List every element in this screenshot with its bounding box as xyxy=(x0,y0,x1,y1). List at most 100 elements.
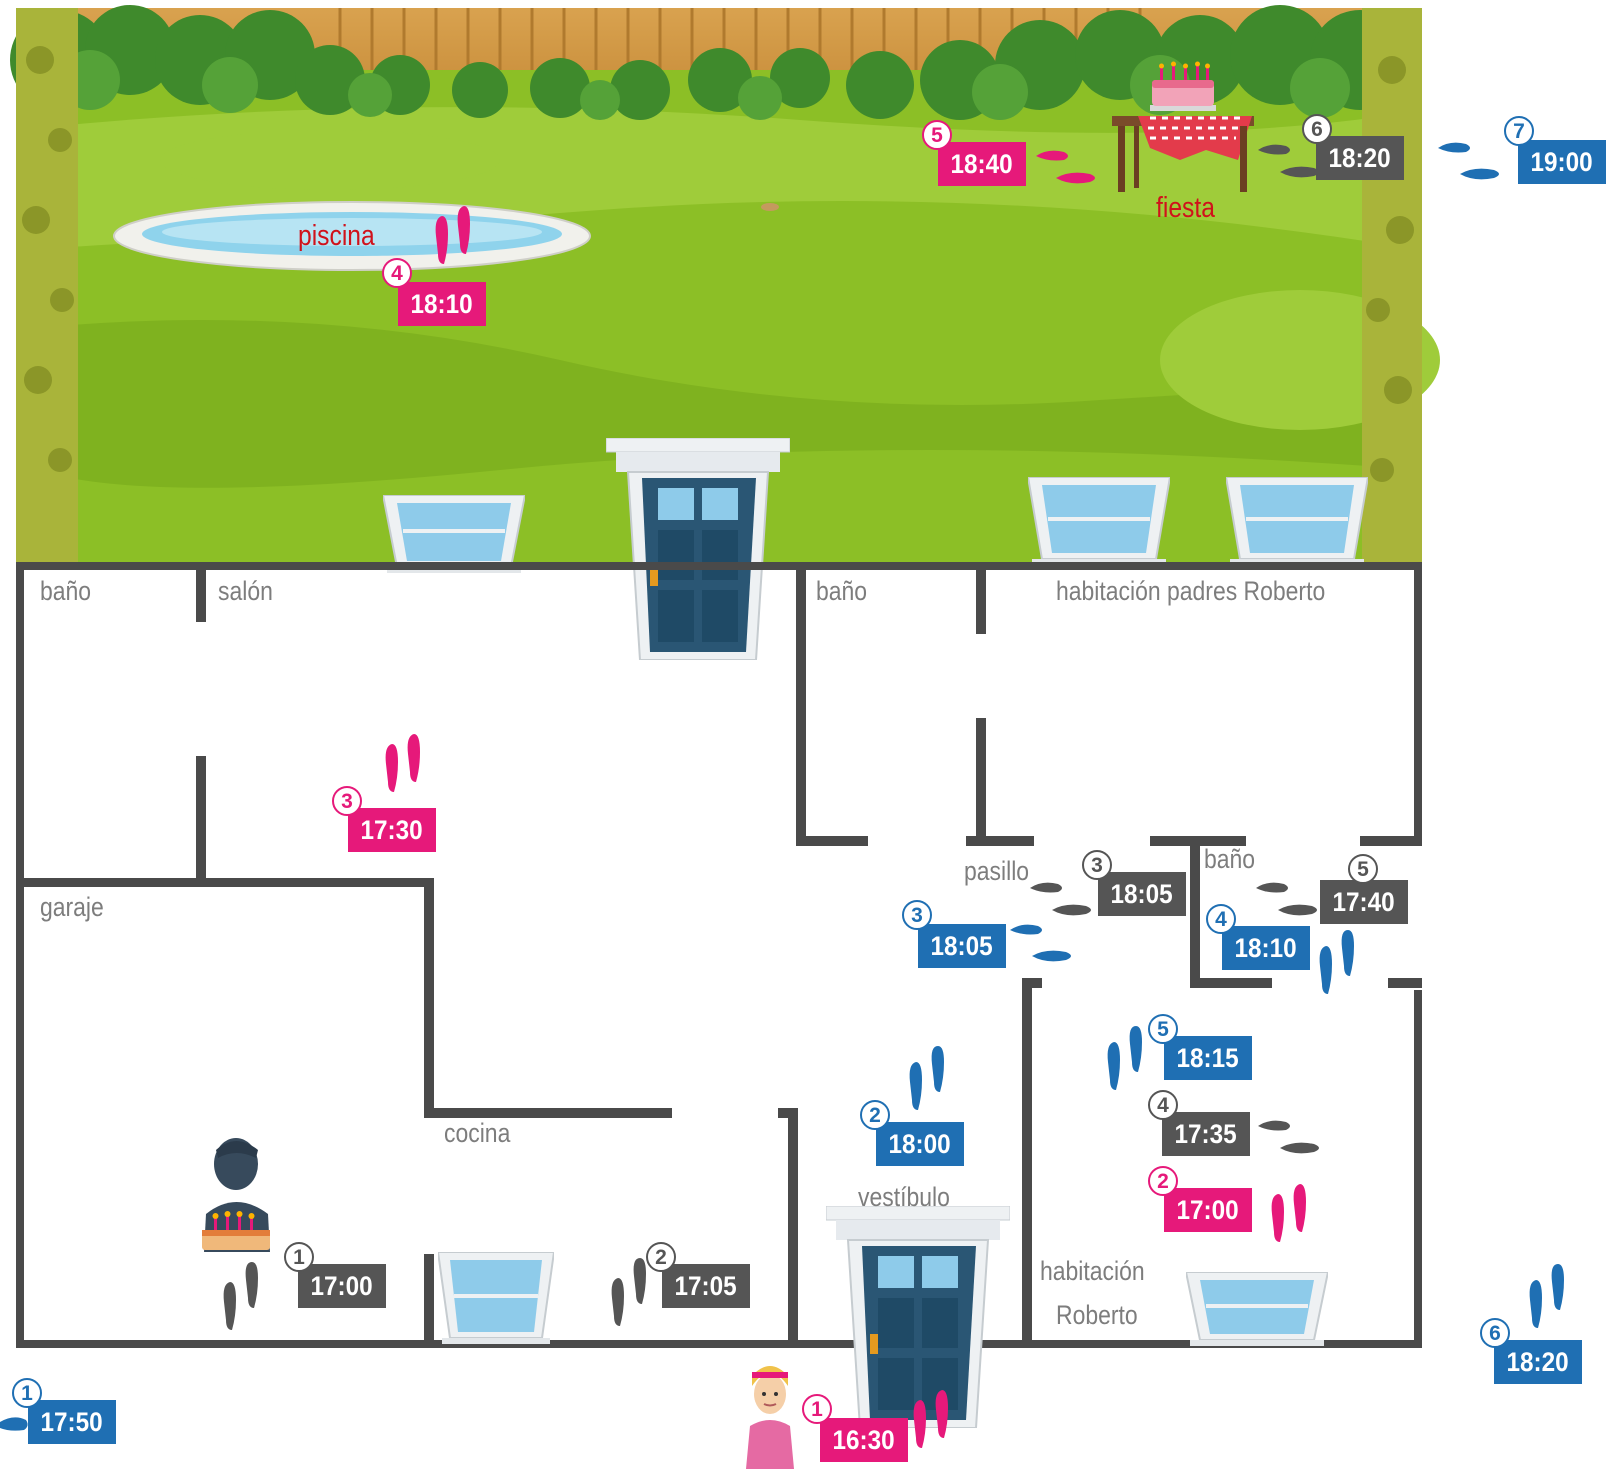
wall xyxy=(966,836,1034,846)
wall xyxy=(196,756,206,880)
party-label: fiesta xyxy=(1156,192,1215,224)
window-icon xyxy=(1028,477,1170,565)
room-label-hallway: pasillo xyxy=(964,856,1030,886)
wall xyxy=(16,562,1422,570)
step-number: 3 xyxy=(332,786,362,816)
footprints-icon xyxy=(1010,924,1071,962)
time-tag: 18:05 xyxy=(918,924,1006,968)
step-number: 6 xyxy=(1480,1318,1510,1348)
footprints-icon xyxy=(1258,144,1319,178)
footprints-icon xyxy=(1036,150,1095,184)
room-label-roberto-bedroom: Roberto xyxy=(1056,1300,1138,1330)
step-number: 6 xyxy=(1302,114,1332,144)
step-number: 3 xyxy=(1082,850,1112,880)
pool-label: piscina xyxy=(298,220,375,252)
wall xyxy=(1022,978,1042,988)
step-number: 4 xyxy=(1206,904,1236,934)
step-number: 3 xyxy=(902,900,932,930)
time-tag: 18:20 xyxy=(1494,1340,1582,1384)
time-tag: 16:30 xyxy=(820,1418,908,1462)
room-label-lobby: vestíbulo xyxy=(858,1182,950,1212)
step-number: 1 xyxy=(802,1394,832,1424)
window-icon xyxy=(1226,477,1368,565)
wall xyxy=(16,1340,1422,1348)
footprints-icon xyxy=(1107,1026,1142,1090)
time-tag: 17:35 xyxy=(1162,1112,1250,1156)
step-number: 2 xyxy=(1148,1166,1178,1196)
wall xyxy=(796,836,868,846)
footprints-icon xyxy=(1271,1184,1306,1242)
wall xyxy=(16,878,434,887)
step-number: 2 xyxy=(646,1242,676,1272)
step-number: 1 xyxy=(284,1242,314,1272)
window-icon xyxy=(438,1252,554,1344)
footprints-icon xyxy=(385,734,420,792)
door-icon xyxy=(826,1206,1010,1428)
step-number: 4 xyxy=(1148,1090,1178,1120)
door-icon xyxy=(606,438,790,660)
time-tag: 17:00 xyxy=(298,1264,386,1308)
room-label-kitchen: cocina xyxy=(444,1118,511,1148)
time-tag: 17:40 xyxy=(1320,880,1408,924)
step-number: 2 xyxy=(860,1100,890,1130)
step-number: 1 xyxy=(12,1378,42,1408)
step-number: 5 xyxy=(1348,854,1378,884)
garden-scene xyxy=(10,5,1440,562)
room-label-bath: baño xyxy=(816,576,868,606)
wall xyxy=(196,562,206,622)
time-tag: 17:00 xyxy=(1164,1188,1252,1232)
footprints-icon xyxy=(1438,142,1499,180)
footprints-icon xyxy=(0,1417,28,1431)
time-tag: 17:05 xyxy=(662,1264,750,1308)
wall xyxy=(1022,978,1032,1348)
footprints-icon xyxy=(1258,1120,1319,1154)
wall xyxy=(1360,836,1422,846)
wall xyxy=(1190,836,1200,986)
footprints-icon xyxy=(1030,882,1091,916)
birthday-cake-icon xyxy=(1150,61,1216,111)
footprints-icon xyxy=(1529,1264,1564,1328)
wall xyxy=(1414,990,1422,1348)
room-label-bath: baño xyxy=(40,576,92,606)
window-icon xyxy=(383,495,525,573)
step-number: 5 xyxy=(1148,1014,1178,1044)
footprints-icon xyxy=(913,1390,948,1448)
man-silhouette-icon xyxy=(202,1138,270,1252)
wall xyxy=(424,1254,434,1348)
time-tag: 17:50 xyxy=(28,1400,116,1444)
wall xyxy=(1388,978,1422,988)
time-tag: 17:30 xyxy=(348,808,436,852)
time-tag: 18:40 xyxy=(938,142,1026,186)
footprints-icon xyxy=(909,1046,944,1110)
wall xyxy=(976,718,986,846)
room-label-bath: baño xyxy=(1204,844,1256,874)
girl-figure-icon xyxy=(746,1366,794,1469)
room-label-garage: garaje xyxy=(40,892,104,922)
window-icon xyxy=(1186,1272,1328,1346)
time-tag: 18:10 xyxy=(398,282,486,326)
time-tag: 18:15 xyxy=(1164,1036,1252,1080)
room-label-roberto-bedroom: habitación xyxy=(1040,1256,1145,1286)
footprints-icon xyxy=(223,1262,258,1330)
footprints-icon xyxy=(1319,930,1354,994)
wall xyxy=(424,878,434,1118)
room-label-parents-bedroom: habitación padres Roberto xyxy=(1056,576,1326,606)
wall xyxy=(976,562,986,634)
step-number: 5 xyxy=(922,120,952,150)
step-number: 7 xyxy=(1504,116,1534,146)
wall xyxy=(1414,562,1422,836)
room-label-living: salón xyxy=(218,576,273,606)
footprints-icon xyxy=(1256,882,1317,916)
footprints-icon xyxy=(435,206,470,264)
time-tag: 18:05 xyxy=(1098,872,1186,916)
wall xyxy=(796,562,806,846)
wall xyxy=(424,1108,672,1118)
time-tag: 19:00 xyxy=(1518,140,1606,184)
time-tag: 18:00 xyxy=(876,1122,964,1166)
time-tag: 18:20 xyxy=(1316,136,1404,180)
time-tag: 18:10 xyxy=(1222,926,1310,970)
wall xyxy=(16,562,24,1348)
step-number: 4 xyxy=(382,258,412,288)
wall xyxy=(1190,978,1272,988)
footprints-icon xyxy=(611,1258,646,1326)
